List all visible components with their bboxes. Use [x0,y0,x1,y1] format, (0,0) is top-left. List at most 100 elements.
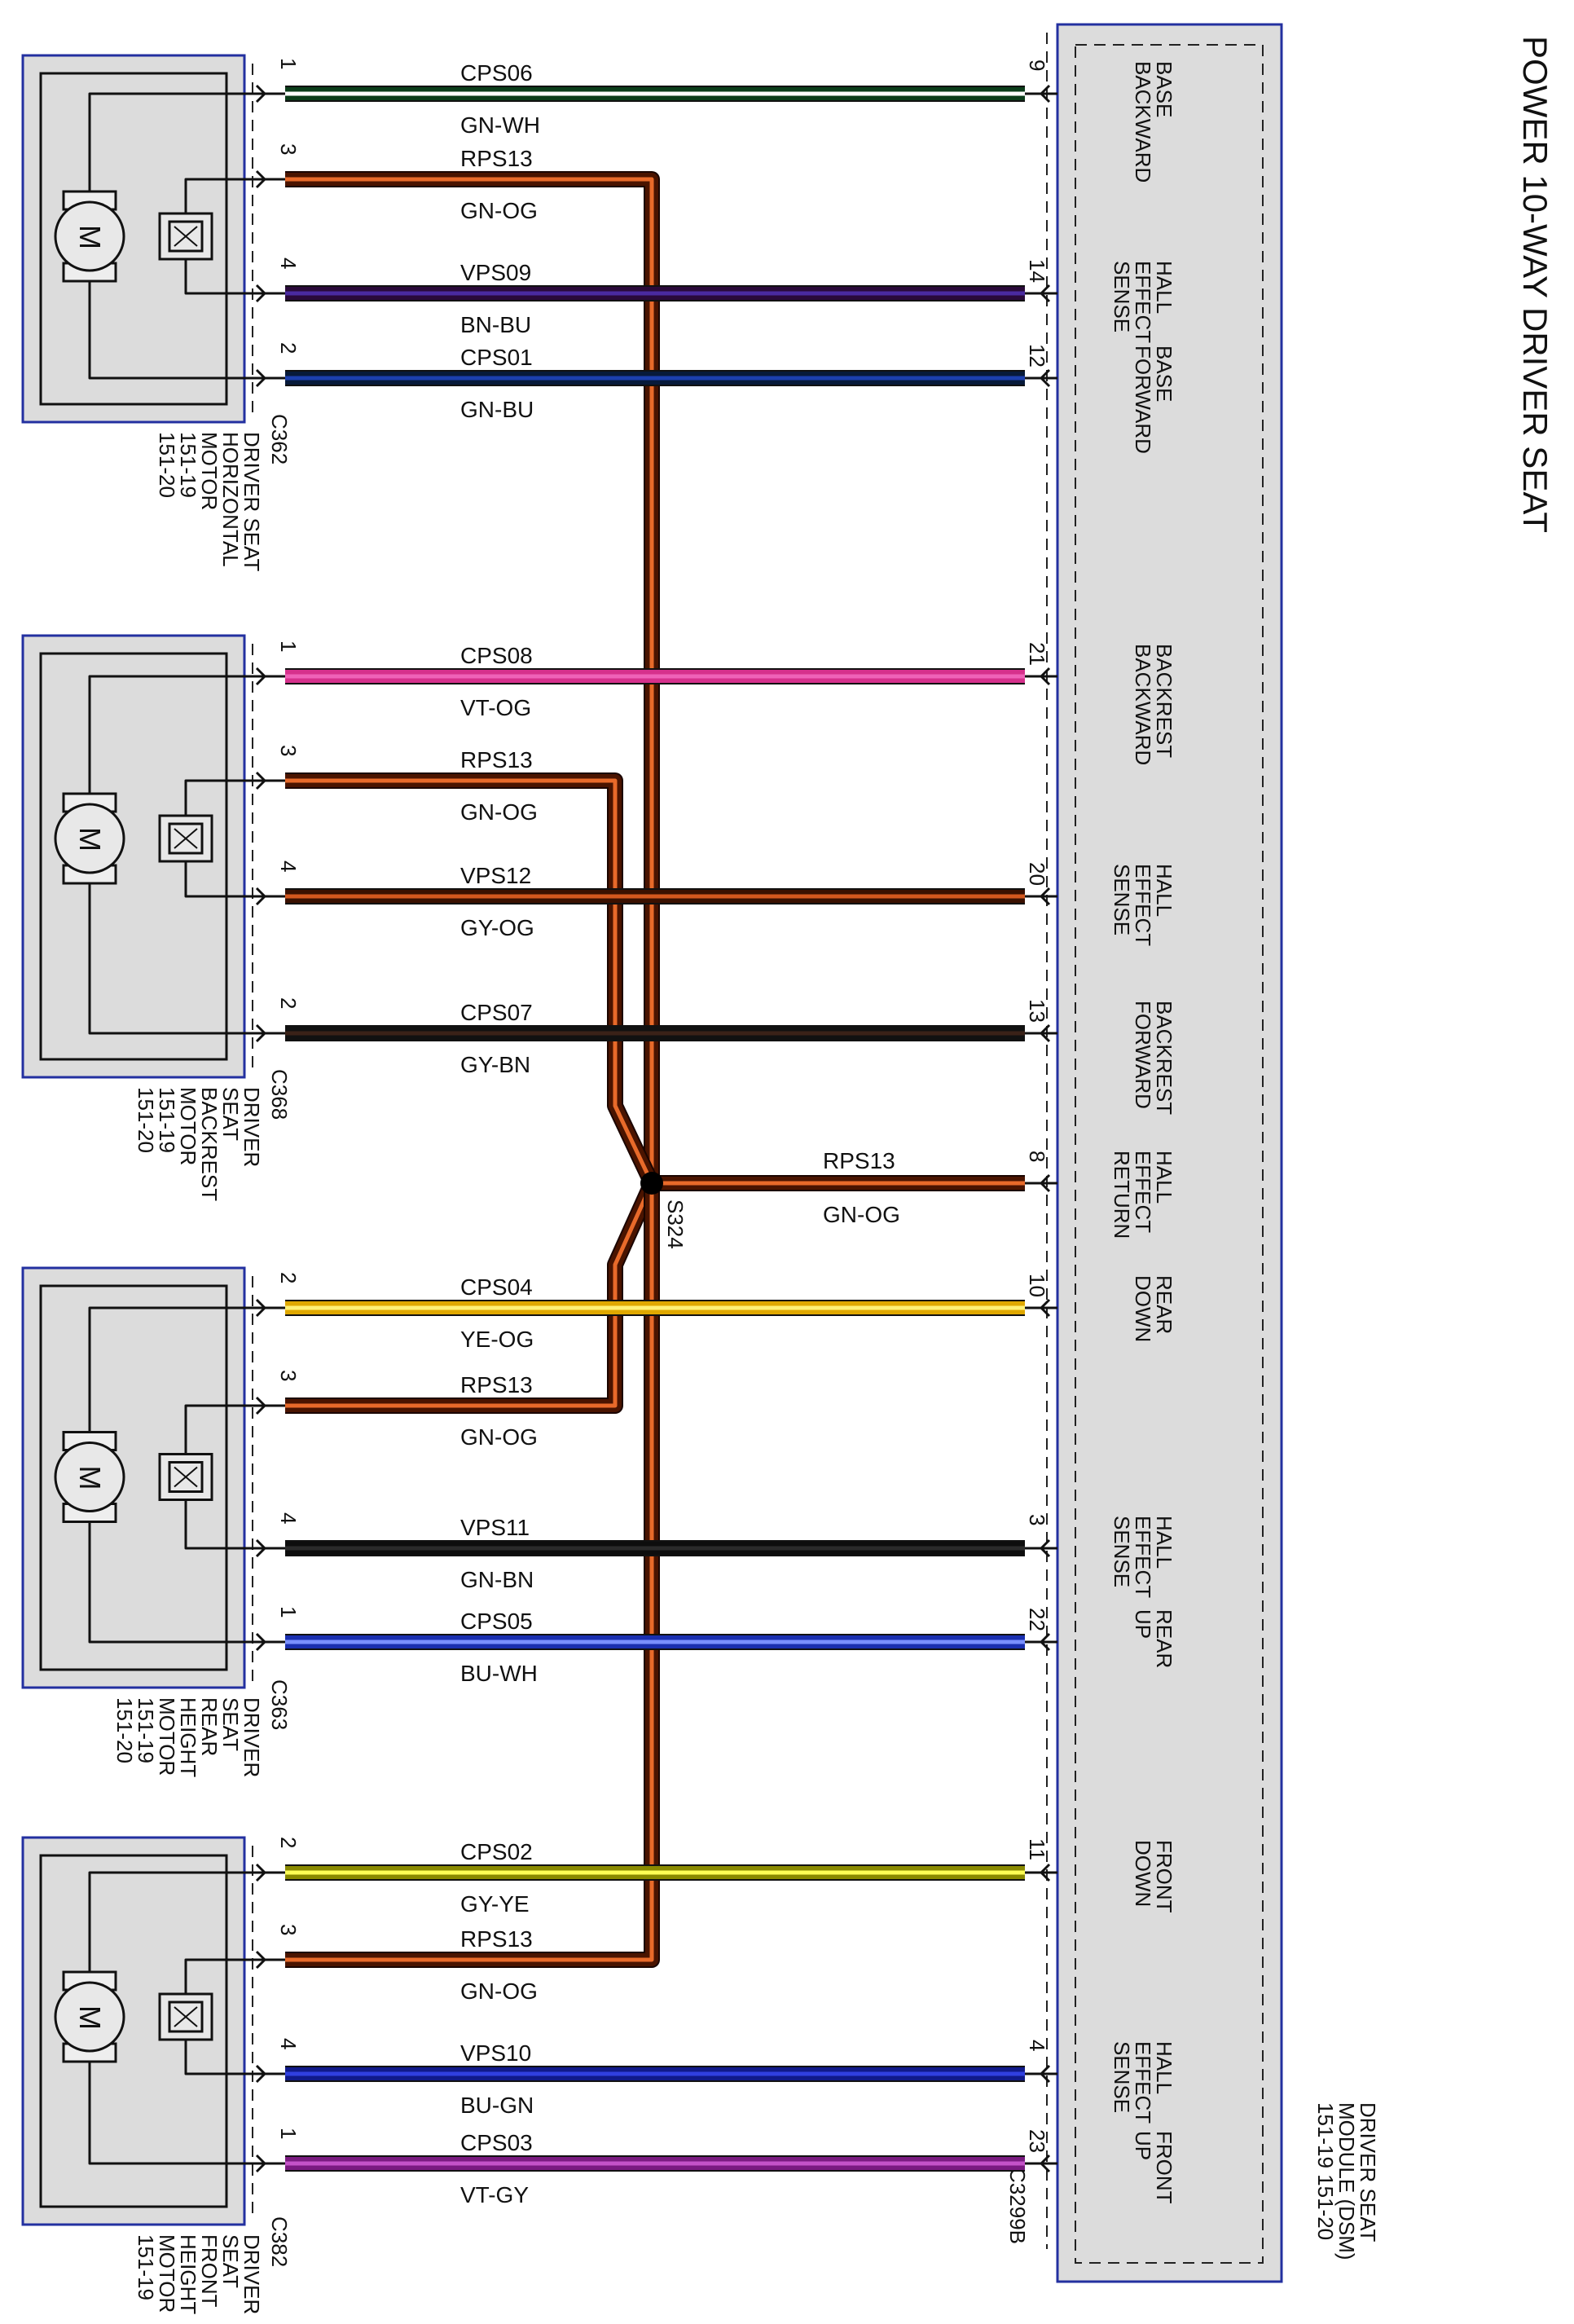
circuit-label: VPS09 [460,260,531,285]
module-pin-arrow [1040,84,1051,103]
module-function-label: SENSE [1110,2041,1134,2113]
motor-inner-frame [39,72,228,406]
splice-label: S324 [663,1199,688,1249]
motor-connector-label: C362 [267,414,292,464]
motor-name-line: 151-19 [155,1087,179,1153]
module-function-label: UP [1131,2131,1155,2160]
motor-name-line: 151-19 [134,1697,158,1763]
color-code-label: GN-OG [460,1978,538,2004]
motor-inner-frame [39,1284,228,1671]
motor-connector-label: C368 [267,1069,292,1120]
color-code-label: BN-BU [460,312,531,337]
module-pin-number: 21 [1025,642,1049,666]
motor-name-line: HEIGHT [176,1697,200,1777]
motor-name-line: 151-20 [155,432,179,498]
module-pin-number: 4 [1025,2040,1049,2051]
motor-name-line: DRIVER [240,2234,264,2314]
motor-pin-arrow [255,368,266,388]
motor-icon [54,803,125,874]
motor-m-glyph: M [73,827,107,852]
color-code-label: GN-WH [460,112,540,138]
motor-pin-number: 3 [276,143,301,155]
motor-pin-number: 2 [276,1272,301,1283]
module-function-label: DOWN [1131,1275,1155,1342]
hall-lead [184,2040,265,2075]
color-code-label: GN-OG [460,799,538,825]
motor-m-glyph: M [73,1466,107,1490]
module-function-label: BASE [1152,346,1176,402]
module-function-label: FORWARD [1131,1001,1155,1109]
module-pin-number: 12 [1025,344,1049,368]
color-code-label: GN-OG [460,198,538,223]
module-function-label: BACKWARD [1131,644,1155,765]
color-code-label: GN-BU [460,397,534,422]
circuit-label: RPS13 [460,1926,533,1952]
motor-pin-arrow [255,1538,266,1558]
motor-pin-arrow [255,1950,266,1970]
motor-m-glyph: M [73,225,107,249]
motor-name-line: SEAT [218,1087,243,1141]
hall-sensor-cross [174,226,198,247]
motor-lead [88,1306,265,1433]
motor-pin-number: 2 [276,1837,301,1848]
motor-name-line: 151-19 [176,432,200,498]
module-pin-arrow [1040,1632,1051,1652]
color-code-label: GN-OG [823,1202,900,1227]
motor-name-line: MOTOR [176,1087,200,1165]
module-function-label: REAR [1152,1609,1176,1668]
motor-pin-number: 3 [276,1370,301,1381]
hall-sensor-inner [168,220,204,253]
motor-name-line: 151-19 [134,2234,158,2300]
motor-pin-number: 2 [276,342,301,354]
hall-lead [184,779,265,816]
hall-lead [184,1499,265,1550]
motor-name-line: DRIVER [240,1697,264,1777]
module-function-label: HALL [1152,1516,1176,1569]
motor-name-line: SEAT [218,1697,243,1751]
module-pin-number: 8 [1025,1151,1049,1162]
motor-lead [88,675,265,794]
hall-lead [184,861,265,898]
motor-name-line: HORIZONTAL [218,432,243,567]
color-code-label: GY-BN [460,1052,530,1077]
motor-pin-arrow [255,1863,266,1882]
module-function-label: BACKREST [1152,1001,1176,1115]
module-function-label: EFFECT [1131,864,1155,946]
module-pin-number: 11 [1025,1838,1049,1860]
module-function-label: EFFECT [1131,1516,1155,1598]
module-inner-border [1075,44,1264,2264]
motor-pin-number: 1 [276,640,301,652]
circuit-label: CPS05 [460,1609,533,1634]
rps13-junction-stripe [285,1183,654,1962]
hall-lead [184,1958,265,1994]
module-box [1056,23,1283,2283]
module-pin-number: 22 [1025,1608,1049,1631]
color-code-label: YE-OG [460,1327,534,1352]
motor-name-line: 151-20 [134,1087,158,1153]
circuit-label: CPS01 [460,345,533,370]
hall-lead [184,259,265,295]
rps13-junction-stripe [285,1182,654,1408]
module-name-line: MODULE (DSM) [1334,2102,1359,2260]
module-connector-label: C3299B [1005,2168,1030,2244]
color-code-label: BU-WH [460,1661,538,1686]
motor-name-line: REAR [197,1697,222,1756]
motor-pin-number: 1 [276,58,301,69]
module-function-label: HALL [1152,261,1176,314]
motor-pin-arrow [255,1023,266,1043]
motor-pin-number: 3 [276,1924,301,1935]
motor-pin-number: 4 [276,257,301,269]
color-code-label: VT-GY [460,2182,529,2207]
motor-inner-frame [39,1854,228,2208]
hall-sensor-inner [168,2000,204,2033]
module-pin-number: 23 [1025,2129,1049,2153]
rps13-junction-wire [285,774,658,1186]
module-pin-number: 20 [1025,862,1049,886]
motor-pin-number: 1 [276,2128,301,2139]
module-pin-arrow [1040,1023,1051,1043]
motor-icon [54,200,125,272]
module-function-label: DOWN [1131,1840,1155,1907]
motor-pin-arrow [255,1298,266,1318]
color-code-label: VT-OG [460,695,531,720]
motor-pin-arrow [255,887,266,906]
